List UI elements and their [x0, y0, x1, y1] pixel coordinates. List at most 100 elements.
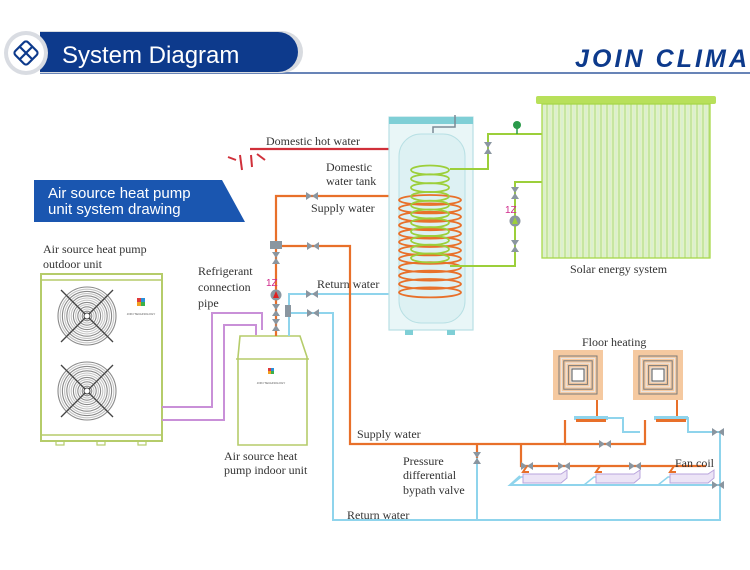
- brand-mark-icon: [268, 368, 274, 374]
- supply-water-bottom-label: Supply water: [357, 427, 421, 441]
- valve-icon: [712, 481, 724, 489]
- heat-pump-number: 1Z: [266, 278, 278, 289]
- subtitle-badge: Air source heat pump unit system drawing: [34, 180, 245, 222]
- return-pipe-tank: [288, 293, 390, 336]
- foot: [137, 440, 147, 446]
- solar-pump-icon: [509, 215, 521, 227]
- coil-turn: [410, 252, 450, 264]
- floor-manifold-return: [574, 416, 608, 420]
- refrigerant-label-3: pipe: [198, 296, 219, 310]
- fan-coil-label: Fan coil: [675, 456, 715, 470]
- valve-icon: [521, 462, 533, 470]
- bypass-valve-label-3: bypath valve: [403, 483, 465, 497]
- valve-icon: [272, 319, 280, 331]
- valve-icon: [272, 252, 280, 264]
- floor-heating-loop-icon: [553, 350, 603, 400]
- coil-turn: [398, 286, 462, 299]
- fan-coils: [510, 465, 715, 486]
- coil-turn: [398, 227, 462, 240]
- coil-turn: [398, 210, 462, 223]
- return-pipes: [288, 293, 721, 521]
- valve-icon: [306, 290, 318, 298]
- coil-turn: [398, 194, 462, 206]
- floor-manifold-supply: [656, 419, 686, 422]
- supply-pipe-tank: [274, 194, 400, 336]
- return-pipe-fancoil: [507, 475, 720, 486]
- coil-turn: [398, 202, 462, 215]
- solar-panel-tubes: [541, 103, 711, 259]
- subtitle-line-1: Air source heat pump: [48, 185, 191, 202]
- fan-coil-unit: [657, 465, 715, 486]
- valve-icon: [511, 187, 519, 199]
- return-pipe-floor-1: [600, 417, 640, 433]
- valve-icon: [599, 440, 611, 448]
- bypass-valve-label-2: differential: [403, 468, 457, 482]
- subtitle-badge-bg: [34, 180, 245, 222]
- subtitle-line-2: unit system drawing: [48, 201, 181, 218]
- coil-turn: [398, 219, 462, 232]
- supply-water-top-label: Supply water: [311, 201, 375, 215]
- floor-heating-label: Floor heating: [582, 335, 646, 349]
- tank-foot: [447, 330, 455, 335]
- indoor-unit: JOIN TECHNOLOGY Air source heat pump ind…: [224, 335, 309, 477]
- refrigerant-label-2: connection: [198, 280, 251, 294]
- outdoor-unit-label-1: Air source heat pump: [43, 242, 147, 256]
- indoor-unit-label-2: pump indoor unit: [224, 463, 308, 477]
- solar-energy-system-label: Solar energy system: [570, 262, 668, 276]
- brand-mark-icon: [137, 298, 145, 306]
- valves: [272, 142, 724, 489]
- header: System Diagram JOIN CLIMA: [4, 31, 750, 75]
- floor-manifold-supply: [576, 419, 606, 422]
- domestic-hot-water-label: Domestic hot water: [266, 134, 360, 148]
- solar-panel-header: [536, 96, 716, 104]
- supply-pipe-floor-2: [565, 420, 647, 446]
- outdoor-unit: Air source heat pump outdoor unit JOIN T…: [40, 242, 163, 446]
- foot: [96, 440, 106, 446]
- valve-icon: [484, 142, 492, 154]
- outdoor-unit-label-2: outdoor unit: [43, 257, 103, 271]
- return-tee-fitting: [285, 305, 291, 317]
- refrigerant-pipe-1: [162, 312, 263, 408]
- tap-heat-icon: [227, 153, 266, 171]
- valve-icon: [307, 309, 319, 317]
- floor-heating: Floor heating: [553, 335, 688, 422]
- fan-coil-unit: [583, 465, 641, 486]
- valve-icon: [473, 452, 481, 464]
- indoor-unit-casing: [237, 335, 308, 446]
- bypass-valve-label-1: Pressure: [403, 454, 444, 468]
- pressure-gauge-icon: [513, 121, 521, 134]
- brand-logo: JOIN CLIMA: [575, 45, 747, 73]
- brand-mark-text: JOIN TECHNOLOGY: [127, 312, 156, 316]
- coil-turn: [398, 269, 462, 282]
- floor-manifold-return: [654, 416, 688, 420]
- refrigerant-pipe-2: [162, 324, 257, 421]
- solar-pump-number: 1Z: [505, 205, 517, 216]
- circulation-pump-icon: [270, 289, 282, 301]
- valve-icon: [558, 462, 570, 470]
- valve-icon: [712, 428, 724, 436]
- brand-mark-text: JOIN TECHNOLOGY: [257, 381, 286, 385]
- floor-heating-loop-icon: [633, 350, 683, 400]
- fan-icon: [57, 286, 117, 346]
- solar-coil: [410, 164, 450, 264]
- valve-icon: [511, 240, 519, 252]
- tank-vent-pipe: [432, 115, 456, 133]
- return-pipe-main: [289, 312, 721, 521]
- supply-pipe-main: [276, 244, 567, 446]
- indoor-unit-label-1: Air source heat: [224, 449, 298, 463]
- tank-foot: [405, 330, 413, 335]
- supply-tee-fitting: [270, 241, 282, 249]
- foot: [55, 440, 65, 446]
- logo-icon: [13, 40, 39, 66]
- domestic-water-tank-label-2: water tank: [326, 174, 376, 188]
- domestic-water-tank-label-1: Domestic: [326, 160, 372, 174]
- title-banner: [40, 32, 298, 72]
- return-water-bottom-label: Return water: [347, 508, 409, 522]
- solar-panel: Solar energy system: [536, 96, 716, 276]
- return-water-top-label: Return water: [317, 277, 379, 291]
- fan-icon: [57, 361, 117, 421]
- valve-icon: [629, 462, 641, 470]
- domestic-water-tank: [388, 115, 474, 335]
- refrigerant-pipes: [162, 312, 263, 421]
